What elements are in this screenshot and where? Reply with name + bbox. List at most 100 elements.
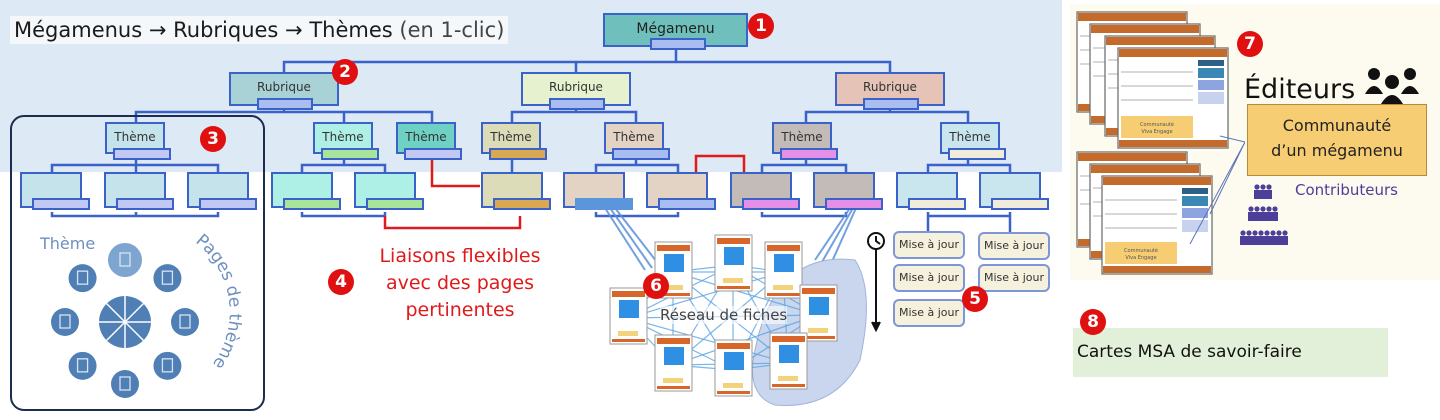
fiche-card-image [774,254,794,272]
page-bar [991,198,1049,210]
page-bar [32,198,90,210]
page-card-caption-text: Viva Engage [1141,129,1172,135]
circle-theme-label: Thème [40,234,96,253]
reseau-link-a [604,207,661,271]
fiche-card-header [657,245,690,251]
update-item[interactable]: Mise à jour [893,299,965,327]
card-link-lines [1189,135,1245,245]
page-bar [825,198,883,210]
update-item[interactable]: Mise à jour [893,264,965,292]
update-item[interactable]: Mise à jour [893,231,965,259]
link-theme1-pages [50,158,220,218]
hub-divider [106,321,126,341]
fiche-card-header [802,288,835,294]
reseau-edge [627,271,784,319]
update-item[interactable]: Mise à jour [978,232,1050,260]
page-doc-glyph [59,314,71,329]
theme-label: Thème [405,130,447,144]
fiche-card-button [773,285,793,290]
badge-2: 2 [332,59,358,85]
theme-page-icon [68,351,97,380]
reseau-link-b [814,207,857,267]
fiche-card-footer [717,391,750,394]
page-bar [283,198,341,210]
theme-section-frame [10,115,265,411]
rubrique-label: Rubrique [549,80,603,94]
fiche-card-button [723,383,743,388]
link-theme7-pages [926,158,1012,232]
update-item[interactable]: Mise à jour [978,264,1050,292]
page-card-header [1078,153,1186,161]
fiche-card-button [808,328,828,333]
fiche-card-footer [717,286,750,289]
fiche-card-header [717,343,750,349]
page-doc-glyph [179,314,191,329]
theme-page-icon [108,243,142,277]
flex-link-1 [430,158,480,188]
rubrique-label: Rubrique [863,80,917,94]
fiche-card-footer [802,336,835,339]
theme-label: Thème [490,130,532,144]
fiche-card-image [619,300,639,318]
fiche-card-footer [657,386,690,389]
timeline-arrow [867,232,885,333]
fiche-card-image [809,297,829,315]
page-bar [742,198,800,210]
liaisons-line-2: avec des pages [385,272,535,294]
theme-bar [780,148,838,160]
reseau-illustration [609,234,867,406]
page-card-sidebar-2 [1198,68,1224,78]
cartes-msa-label[interactable]: Cartes MSA de savoir-faire [1073,328,1388,377]
fiche-card-footer [657,293,690,296]
rubrique-node[interactable]: Rubrique [835,72,945,106]
megamenu-bar [650,38,706,50]
page-bar [493,198,551,210]
page-bar [658,198,716,210]
theme-bar [948,148,1006,160]
liaisons-line-1: Liaisons flexibles [379,245,541,267]
people-group-icon [1364,68,1419,104]
fiche-card-image [724,247,744,265]
megamenu-label: Mégamenu [636,21,715,37]
flex-link-3 [694,154,746,172]
page-card-footer [1119,140,1227,147]
page-bar [116,198,174,210]
badge-1: 1 [748,13,774,39]
page-card-header [1091,165,1199,173]
badge-8: 8 [1080,309,1106,335]
page-card-caption-text: Communauté [1140,121,1174,128]
title-main: Mégamenus → Rubriques → Thèmes [14,18,393,42]
communaute-line-2: d’un mégamenu [1271,141,1403,160]
theme-label: Thème [949,130,991,144]
rubrique-bar [257,98,313,110]
hub-divider [106,303,126,323]
badge-3: 3 [200,126,226,152]
page-card-sidebar-1 [1182,188,1208,194]
theme-bar [404,148,462,160]
page-card-sidebar-2 [1182,196,1208,206]
communaute-line-1: Communauté [1282,116,1392,135]
theme-bar [612,148,670,160]
page-card-sidebar-4 [1198,92,1224,104]
page-card-header [1119,49,1227,57]
theme-label: Thème [613,130,655,144]
theme-page-icon [68,264,97,293]
theme-bar [321,148,379,160]
page-card-sidebar-3 [1198,80,1224,90]
flex-link-2 [383,216,522,230]
page-card-caption [1105,242,1177,264]
reseau-edge [627,317,789,364]
megamenu-node[interactable]: Mégamenu [603,13,748,47]
reseau-edge [672,271,819,316]
theme-page-icon [153,264,182,293]
page-card-header [1106,37,1214,45]
contributeurs-label: Contributeurs [1295,181,1399,199]
badge-4: 4 [328,269,354,295]
page-card-caption [1121,116,1193,138]
page-card-header [1078,13,1186,21]
fiche-card-image [664,254,684,272]
fiche-card-footer [612,339,645,342]
page-doc-glyph [161,270,174,285]
